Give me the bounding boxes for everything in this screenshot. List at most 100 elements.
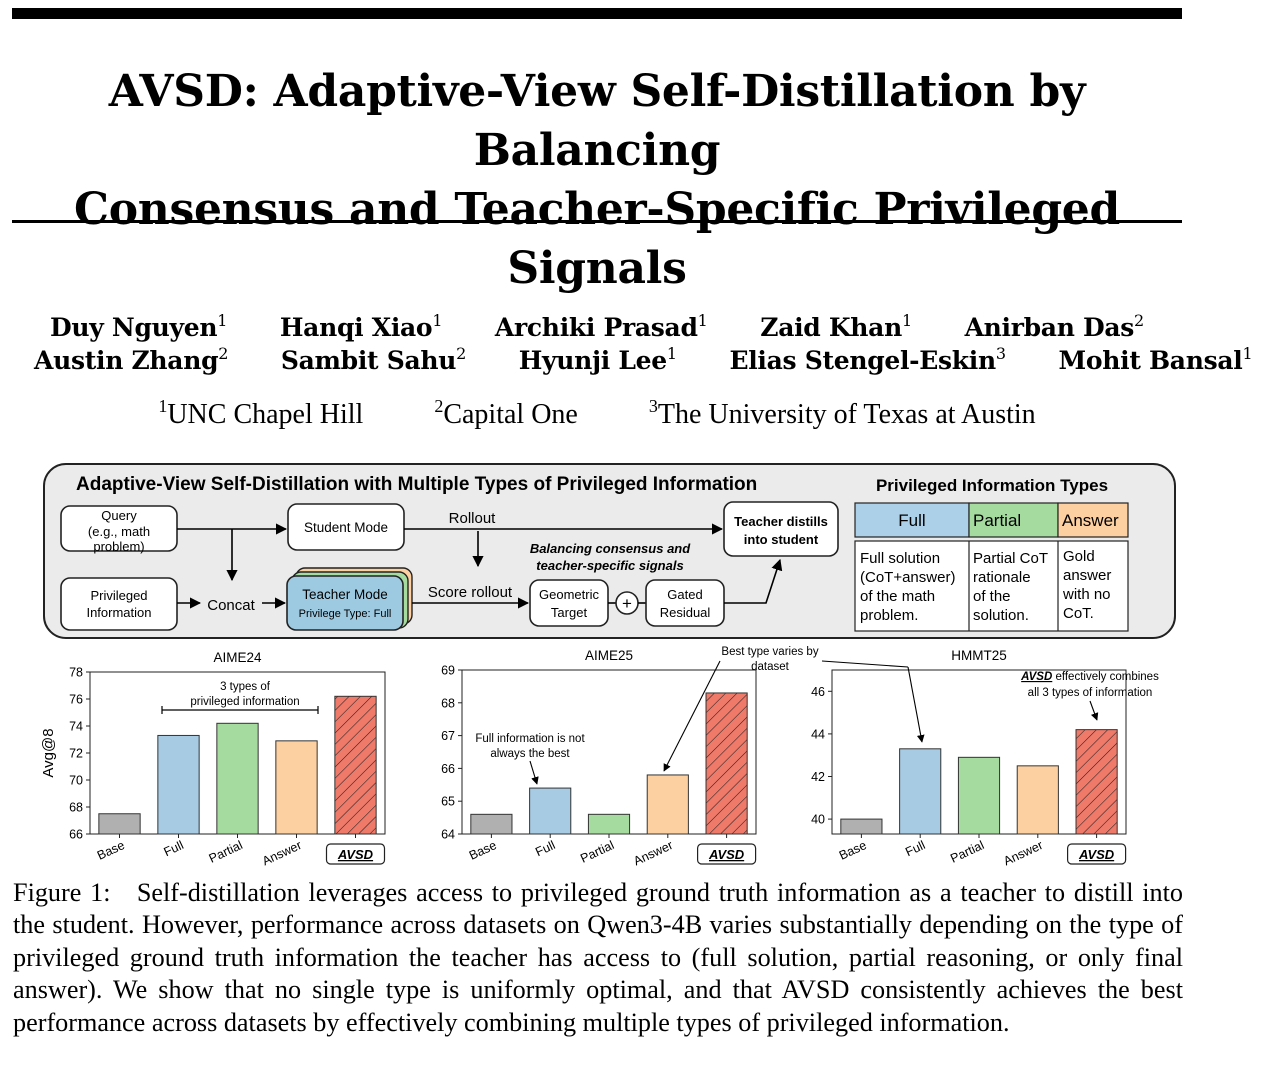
author: Archiki Prasad1 <box>494 311 708 342</box>
answer-desc-3: with no <box>1062 586 1111 603</box>
bar-answer <box>646 774 689 835</box>
y-tick-label: 76 <box>69 693 83 707</box>
privileged-line-1: Privileged <box>90 588 147 603</box>
query-line-1: Query <box>101 508 137 523</box>
bar-avsd <box>334 695 377 835</box>
y-tick-label: 65 <box>441 795 455 809</box>
author: Austin Zhang2 <box>34 344 229 375</box>
author: Hanqi Xiao1 <box>279 311 443 342</box>
bar-avsd <box>1075 729 1118 835</box>
student-mode-label: Student Mode <box>304 520 388 535</box>
geometric-line-2: Target <box>551 605 588 620</box>
authors-row-2: Austin Zhang2 Sambit Sahu2 Hyunji Lee1 E… <box>12 338 1253 377</box>
type-answer-header <box>1057 502 1129 538</box>
arrow-aime25-full <box>529 760 539 785</box>
balancing-line-2: teacher-specific signals <box>536 558 683 573</box>
bar-answer <box>1016 765 1059 835</box>
y-tick-label: 64 <box>441 828 455 842</box>
teacher-mode-box <box>286 575 404 631</box>
avsd-label-box <box>696 843 757 865</box>
y-axis-label: Avg@8 <box>40 728 57 777</box>
privileged-info-box <box>60 577 178 631</box>
plus-sign: + <box>622 594 632 613</box>
y-tick-label: 69 <box>441 664 455 678</box>
affiliation: 1UNC Chapel Hill <box>158 396 364 430</box>
annotation-aime24-line-1: 3 types of <box>220 681 271 693</box>
bar-full <box>157 734 200 835</box>
annotation-aime25-line-1: Full information is not <box>475 733 585 745</box>
bar-base <box>470 813 513 835</box>
partial-desc-1: Partial CoT <box>973 550 1048 567</box>
teacher-distills-box <box>723 501 839 557</box>
x-tick-label: AVSD <box>1078 847 1115 862</box>
type-partial-name: Partial <box>973 511 1021 530</box>
types-desc-box <box>854 540 1129 632</box>
full-desc-1: Full solution <box>860 550 940 567</box>
y-tick-label: 44 <box>811 727 825 741</box>
bar-partial <box>216 722 259 835</box>
x-tick-label: Answer <box>260 838 304 868</box>
annotation-hmmt-rest: effectively combines <box>1052 671 1159 683</box>
concat-label: Concat <box>207 597 255 614</box>
score-rollout-label: Score rollout <box>428 584 513 601</box>
header-rule-thick <box>12 8 1182 19</box>
student-mode-box <box>287 503 405 551</box>
arrow-gated-distill <box>724 558 783 604</box>
annotation-aime25-line-2: always the best <box>490 748 570 760</box>
x-tick-label: AVSD <box>708 847 745 862</box>
y-tick-label: 74 <box>69 720 83 734</box>
annotation-aime24-line-2: privileged information <box>190 696 299 708</box>
chart-annotations: 3 types of privileged information Full i… <box>161 646 1159 785</box>
title-line-2: Consensus and Teacher-Specific Privilege… <box>74 184 1120 294</box>
annotation-hmmt-avsd: AVSD <box>1020 671 1052 683</box>
y-tick-label: 78 <box>69 666 83 680</box>
diagram-title: Adaptive-View Self-Distillation with Mul… <box>76 474 757 495</box>
type-partial-header <box>968 502 1059 538</box>
bar-partial <box>957 756 1001 835</box>
affiliations: 1UNC Chapel Hill 2Capital One 3The Unive… <box>12 389 1182 432</box>
answer-desc-1: Gold <box>1063 548 1095 565</box>
full-desc-3: of the math <box>860 588 935 605</box>
chart-title: HMMT25 <box>951 648 1007 663</box>
query-line-3: problem) <box>93 539 144 554</box>
full-desc-2: (CoT+answer) <box>860 569 955 586</box>
bar-answer <box>275 740 318 835</box>
privilege-type-label: Privilege Type: Full <box>299 608 392 620</box>
full-desc-4: problem. <box>860 607 918 624</box>
affiliation: 2Capital One <box>434 396 578 430</box>
query-line-2: (e.g., math <box>88 524 150 539</box>
x-tick-label: Partial <box>948 838 986 866</box>
gated-line-1: Gated <box>667 587 702 602</box>
arrow-best-hmmt <box>907 666 925 743</box>
annotation-best-line-2: dataset <box>751 661 790 673</box>
y-tick-label: 72 <box>69 747 83 761</box>
bar-partial <box>587 813 631 835</box>
types-table: Full Partial Answer Full solution (CoT+a… <box>854 502 1129 632</box>
author: Anirban Das2 <box>964 311 1145 342</box>
type-full-name: Full <box>898 511 925 530</box>
arrow-best-aime25 <box>663 660 721 772</box>
x-tick-label: Answer <box>1001 838 1045 868</box>
distill-line-1: Teacher distills <box>734 514 828 529</box>
paper-title: AVSD: Adaptive-View Self-Distillation by… <box>12 62 1182 298</box>
title-rule <box>12 220 1182 223</box>
x-tick-label: Full <box>162 838 186 859</box>
authors-row-1: Duy Nguyen1 Hanqi Xiao1 Archiki Prasad1 … <box>12 305 1182 344</box>
teacher-mode-label: Teacher Mode <box>302 587 388 602</box>
x-tick-label: Partial <box>578 838 616 866</box>
figure-svg: Adaptive-View Self-Distillation with Mul… <box>40 463 1176 868</box>
bar-full <box>899 748 942 835</box>
x-tick-label: Base <box>837 838 869 863</box>
bar-avsd <box>705 692 748 835</box>
avsd-label-box <box>1066 843 1127 865</box>
x-tick-label: Full <box>903 838 927 859</box>
chart-title: AIME24 <box>213 650 262 665</box>
arrow-hmmt-avsd <box>1089 700 1099 721</box>
author: Hyunji Lee1 <box>518 344 677 375</box>
answer-desc-2: answer <box>1063 567 1111 584</box>
caption-text: Self-distillation leverages access to pr… <box>13 878 1184 1037</box>
bar-base <box>98 813 141 835</box>
